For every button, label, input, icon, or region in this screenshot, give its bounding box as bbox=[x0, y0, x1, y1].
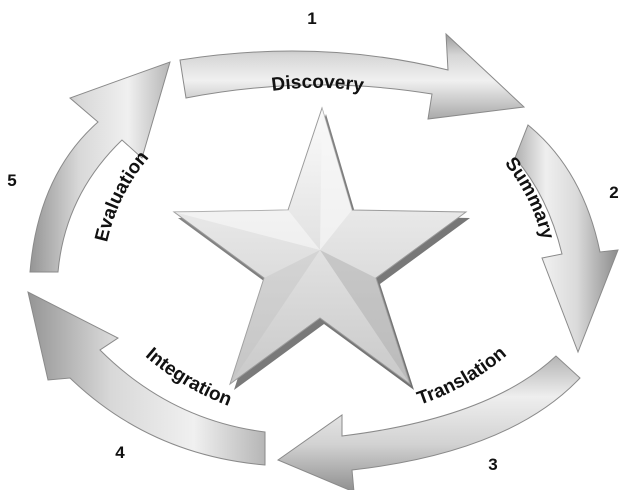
center-star bbox=[172, 106, 470, 390]
arrow-translation bbox=[276, 355, 581, 490]
step-number-5: 5 bbox=[7, 171, 16, 190]
arrow-integration bbox=[27, 291, 266, 466]
arrow-summary bbox=[514, 124, 619, 354]
stage-label-discovery: Discovery bbox=[270, 72, 365, 97]
arrow-discovery bbox=[179, 32, 526, 120]
step-number-2: 2 bbox=[609, 183, 618, 202]
step-number-1: 1 bbox=[307, 9, 316, 28]
step-number-4: 4 bbox=[115, 443, 125, 462]
arrow-evaluation bbox=[29, 61, 171, 273]
step-number-3: 3 bbox=[488, 455, 497, 474]
